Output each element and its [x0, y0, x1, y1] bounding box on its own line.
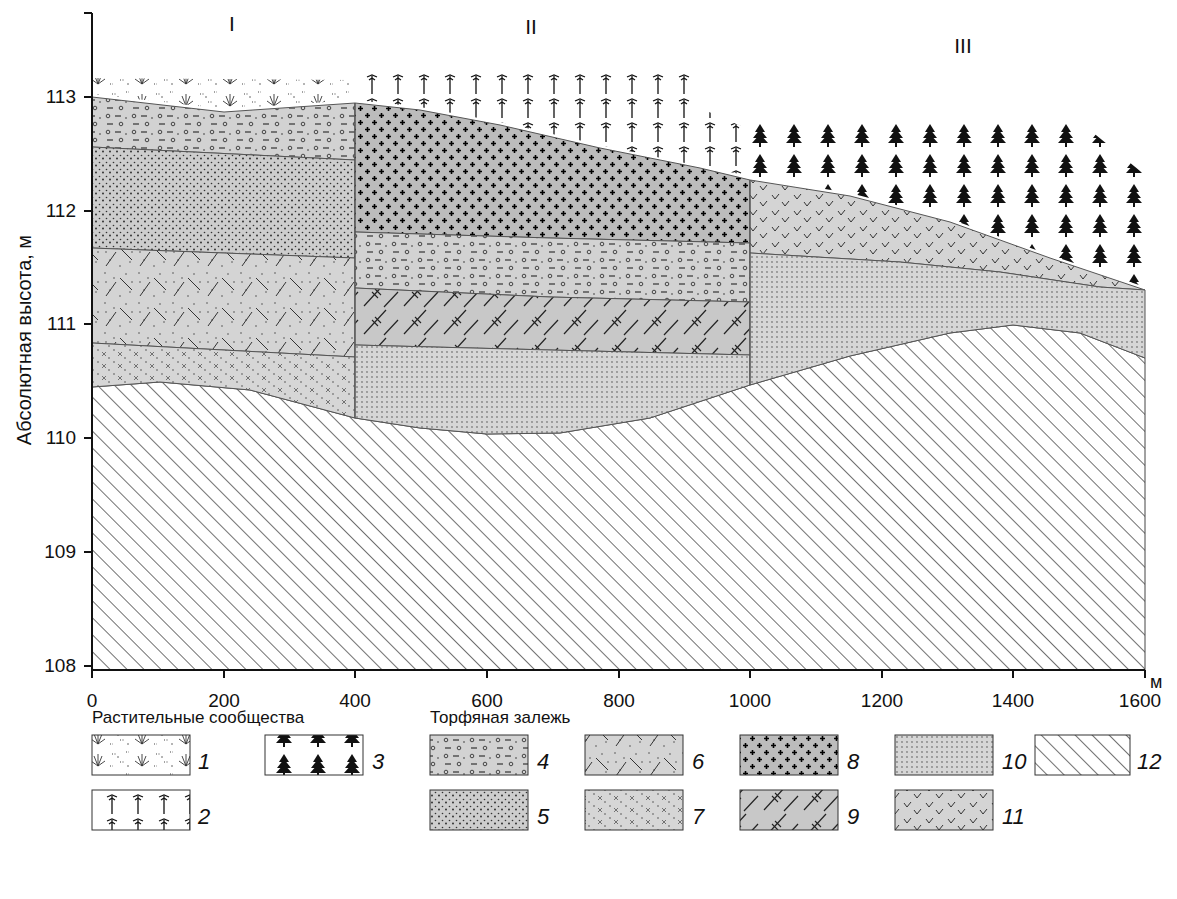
- legend-number: 12: [1137, 750, 1161, 774]
- section-number: I: [229, 12, 235, 35]
- legend-number: 5: [537, 805, 549, 829]
- legend-heading: Растительные сообщества: [92, 709, 304, 728]
- legend-number: 2: [198, 805, 210, 829]
- axis-unit: м: [1150, 673, 1162, 693]
- legend-number: 8: [847, 750, 859, 774]
- tick-label: 113: [46, 87, 76, 108]
- section-number: III: [954, 34, 972, 57]
- legend-heading: Торфяная залежь: [430, 709, 570, 728]
- legend-number: 10: [1002, 750, 1026, 774]
- legend-number: 1: [198, 750, 210, 774]
- axis-title: Абсолютная высота, м: [13, 235, 35, 445]
- tick-label: 1000: [729, 691, 771, 712]
- legend-number: 11: [1002, 805, 1025, 829]
- legend-number: 4: [537, 750, 549, 774]
- tick-label: 109: [44, 542, 76, 563]
- legend-number: 7: [692, 805, 704, 829]
- tick-label: 108: [44, 656, 76, 677]
- tick-label: 1400: [992, 691, 1034, 712]
- tick-label: 400: [339, 691, 371, 712]
- tick-label: 111: [47, 314, 76, 335]
- legend-number: 9: [847, 805, 859, 829]
- legend-number: 3: [372, 750, 384, 774]
- tick-label: 1600: [1119, 691, 1161, 712]
- section-number: II: [525, 15, 537, 38]
- tick-label: 112: [46, 201, 76, 222]
- tick-label: 1200: [861, 691, 903, 712]
- tick-label: 110: [46, 428, 76, 449]
- legend-number: 6: [692, 750, 704, 774]
- tick-label: 800: [603, 691, 635, 712]
